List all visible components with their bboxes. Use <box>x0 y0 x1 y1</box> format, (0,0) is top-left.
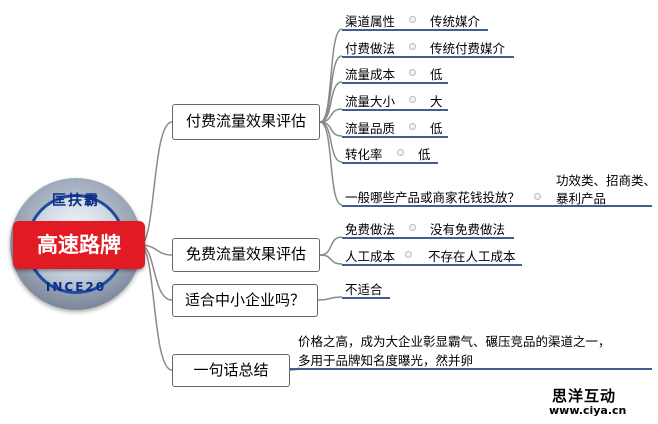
summary-line-2: 多用于品牌知名度曝光，然并卵 <box>298 353 474 368</box>
item-underline <box>342 56 514 58</box>
item-underline <box>342 297 390 299</box>
paid-item-value: 低 <box>418 147 431 162</box>
free-item-key: 人工成本 <box>345 249 396 264</box>
paid-item-value: 大 <box>430 94 443 109</box>
paid-item-value: 低 <box>430 67 443 82</box>
free-item-key: 免费做法 <box>345 222 396 237</box>
item-underline <box>342 29 488 31</box>
free-item-value: 没有免费做法 <box>430 222 506 237</box>
connector-dot <box>397 149 404 156</box>
item-underline <box>342 109 448 111</box>
paid-answer-line-2: 暴利产品 <box>556 191 607 206</box>
logo-top-text: 匡扶霸 <box>52 193 100 209</box>
item-underline <box>342 82 448 84</box>
paid-question: 一般哪些产品或商家花钱投放？ <box>345 190 521 205</box>
paid-item-key: 流量成本 <box>345 67 396 82</box>
item-underline <box>342 264 522 266</box>
paid-answer-line-1: 功效类、招商类、 <box>556 173 657 188</box>
item-underline <box>342 205 652 207</box>
paid-item-value: 低 <box>430 121 443 136</box>
connector-dot <box>405 251 412 258</box>
free-item-value: 不存在人工成本 <box>428 249 516 264</box>
item-underline <box>290 368 652 370</box>
branch-paid-traffic[interactable]: 付费流量效果评估 <box>172 104 320 140</box>
paid-item-value: 传统媒介 <box>430 14 481 29</box>
paid-item-key: 流量大小 <box>345 94 396 109</box>
connector-dot <box>534 193 541 200</box>
item-underline <box>342 162 438 164</box>
paid-item-key: 付费做法 <box>345 41 396 56</box>
logo-bottom-text: INCE20 <box>45 280 107 294</box>
sme-answer: 不适合 <box>345 282 383 297</box>
connector-dot <box>409 123 416 130</box>
connector-dot <box>409 96 416 103</box>
paid-item-key: 渠道属性 <box>345 14 396 29</box>
connector-dot <box>409 69 416 76</box>
root-node[interactable]: 高速路牌 <box>13 221 145 269</box>
branch-sme-suitability[interactable]: 适合中小企业吗？ <box>172 284 318 317</box>
watermark-url: www.ciya.cn <box>549 404 627 417</box>
paid-item-key: 转化率 <box>345 147 383 162</box>
connector-dot <box>409 16 416 23</box>
paid-item-value: 传统付费媒介 <box>430 41 506 56</box>
summary-line-1: 价格之高，成为大企业彰显霸气、碾压竞品的渠道之一， <box>298 334 611 349</box>
connector-dot <box>409 224 416 231</box>
watermark-name: 思洋互动 <box>552 387 617 405</box>
paid-item-key: 流量品质 <box>345 121 396 136</box>
branch-free-traffic[interactable]: 免费流量效果评估 <box>172 238 320 272</box>
item-underline <box>342 136 448 138</box>
branch-summary[interactable]: 一句话总结 <box>172 354 290 387</box>
item-underline <box>342 237 514 239</box>
connector-dot <box>409 43 416 50</box>
